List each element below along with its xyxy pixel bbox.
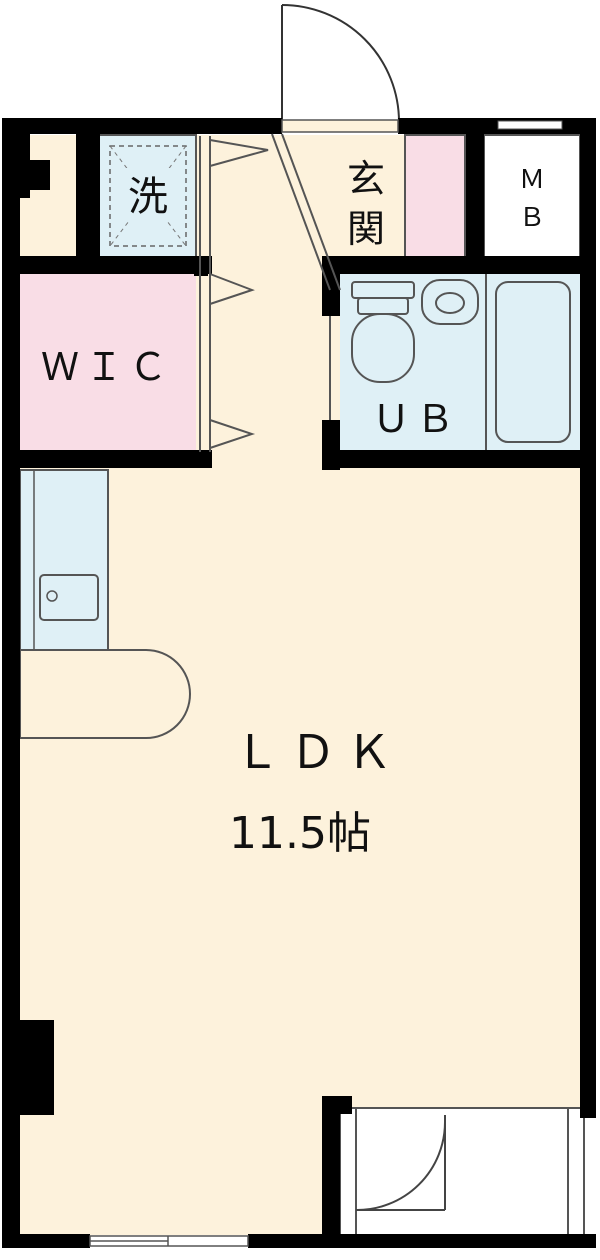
laundry-pan	[109, 145, 187, 247]
mb-window	[497, 120, 563, 130]
folding-doors	[199, 136, 269, 452]
laundry-drain-cross	[109, 145, 187, 247]
ldk-label: ＬＤＫ	[234, 725, 402, 779]
kitchen-sink	[39, 574, 99, 621]
mb-label-line2: Ｂ	[519, 203, 545, 233]
ldk-area: 11.5帖	[229, 808, 371, 859]
entrance-label-line1: 玄	[347, 157, 385, 201]
wash-basin	[421, 279, 479, 325]
bottom-window	[89, 1235, 249, 1247]
toilet	[351, 281, 415, 383]
entrance-floor	[330, 135, 410, 260]
laundry-drain-cross	[109, 145, 187, 247]
mb-label-line1: Ｍ	[519, 165, 545, 195]
balcony	[339, 1107, 585, 1237]
wic-label: ＷＩＣ	[41, 345, 173, 389]
sink-drain	[46, 590, 58, 602]
kitchen-counter	[19, 469, 109, 651]
bathtub	[495, 281, 571, 443]
mb-closet	[483, 134, 581, 261]
ub-label: ＵＢ	[372, 397, 460, 441]
entrance-door-swing	[281, 4, 400, 123]
kitchen-peninsula	[19, 649, 191, 739]
shoe-box	[404, 134, 466, 261]
wic-room	[18, 272, 196, 452]
laundry-label: 洗	[128, 174, 168, 220]
entrance-threshold	[281, 119, 399, 133]
balcony-door-swing	[355, 1115, 446, 1212]
entrance-label-line2: 関	[347, 207, 385, 251]
walls	[2, 118, 596, 1248]
